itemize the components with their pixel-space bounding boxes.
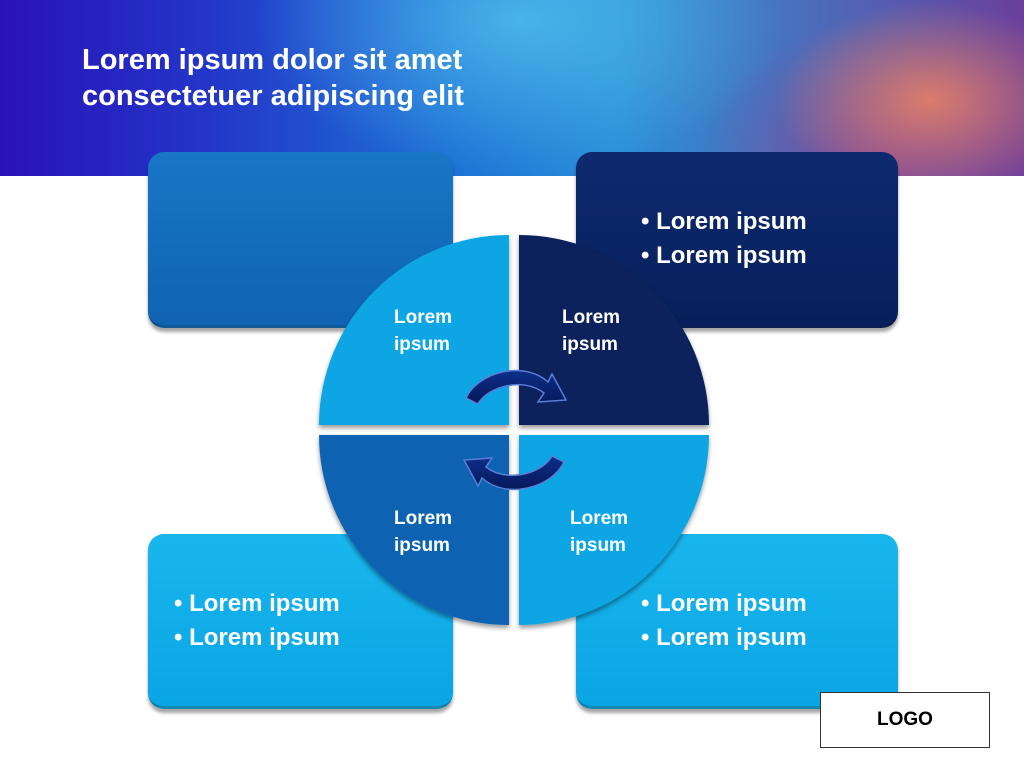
quadrant-label-line: Lorem [394,307,453,328]
bullet-item: Lorem ipsum [641,239,807,273]
curved-arrow-left-icon [462,455,565,491]
logo-placeholder: LOGO [820,692,990,748]
quadrant-bottom-left [319,435,509,625]
quadrant-label-line: Lorem [562,307,621,328]
quadrant-bottom-right [519,435,709,625]
quadrant-label-line: ipsum [394,535,450,556]
quadrant-top-right [519,235,709,425]
quadrant-label-line: ipsum [570,535,626,556]
bullet-item: Lorem ipsum [174,621,340,655]
quadrant-label-top-left: Lorem ipsum [394,304,452,358]
quadrant-label-bottom-right: Lorem ipsum [570,505,628,559]
curved-arrow-right-icon [465,369,568,405]
slide-title-line-2: consectetuer adipiscing elit [82,80,464,112]
bullet-item: Lorem ipsum [174,391,340,425]
quadrant-top-left [319,235,509,425]
quadrant-label-line: Lorem [570,508,629,529]
slide-title: Lorem ipsum dolor sit amet consectetuer … [82,42,464,114]
quadrant-label-bottom-left: Lorem ipsum [394,505,452,559]
logo-label: LOGO [877,709,933,730]
top-right-box: Lorem ipsum Lorem ipsum [576,152,898,328]
bullet-item: Lorem ipsum [641,621,807,655]
bullet-item: Lorem ipsum [641,587,807,621]
quadrant-label-line: ipsum [394,334,450,355]
bullet-item: Lorem ipsum [174,357,340,391]
quadrant-label-line: Lorem [394,508,453,529]
bullet-item: Lorem ipsum [174,587,340,621]
top-right-bullets: Lorem ipsum Lorem ipsum [641,205,807,273]
bottom-right-bullets: Lorem ipsum Lorem ipsum [641,587,807,655]
slide-title-line-1: Lorem ipsum dolor sit amet [82,44,463,76]
header-band [0,0,1024,176]
bottom-left-bullets: Lorem ipsum Lorem ipsum [174,587,340,655]
top-left-bullets: Lorem ipsum Lorem ipsum [174,357,340,425]
quadrant-label-line: ipsum [562,334,618,355]
quadrant-label-top-right: Lorem ipsum [562,304,620,358]
bullet-item: Lorem ipsum [641,205,807,239]
